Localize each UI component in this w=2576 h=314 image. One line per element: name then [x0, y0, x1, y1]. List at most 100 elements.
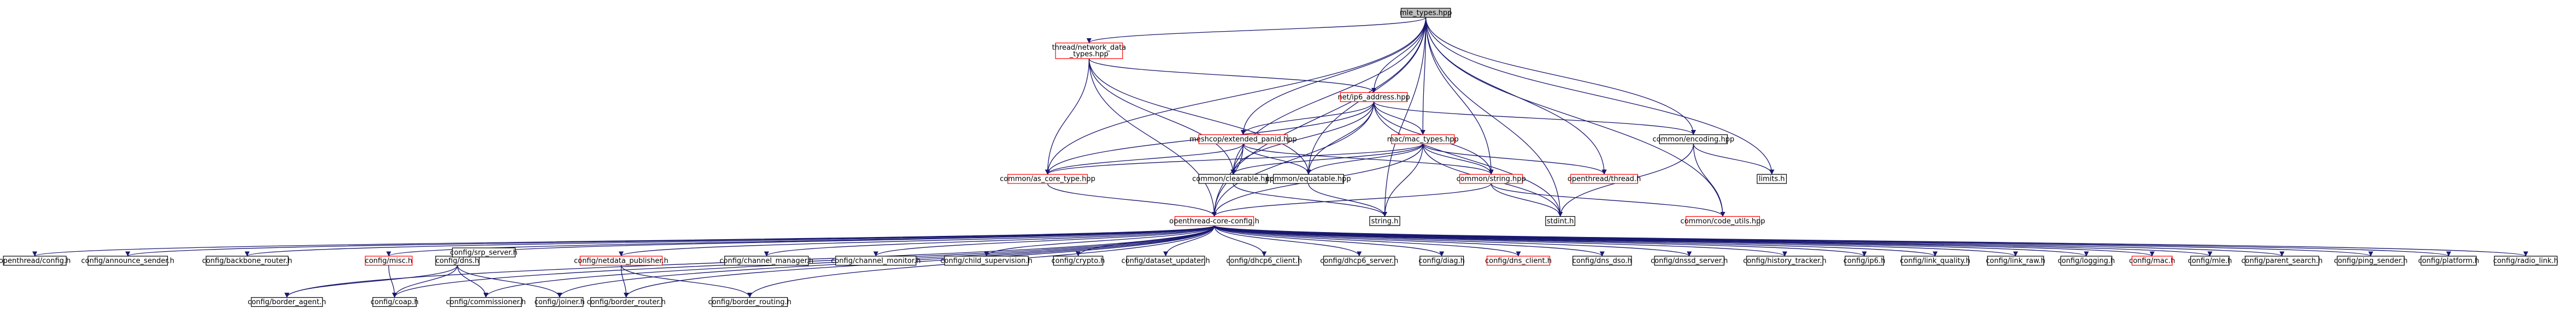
- node-box: [1126, 256, 1205, 266]
- node-meshcop-extended-panid[interactable]: meshcop/extended_panid.hpp: [1189, 134, 1297, 144]
- node-config-dns[interactable]: config/dns.h: [435, 256, 480, 266]
- node-config-commissioner[interactable]: config/commissioner.h: [446, 297, 526, 307]
- node-common-clearable[interactable]: common/clearable.hpp: [1192, 174, 1274, 184]
- edge-path: [1213, 225, 2373, 257]
- node-label-line: config/coap.h: [371, 298, 419, 306]
- node-label-line: config/dnssd_server.h: [1651, 257, 1728, 265]
- node-config-dataset-updater[interactable]: config/dataset_updater.h: [1122, 256, 1210, 266]
- node-string-h[interactable]: string.h: [1369, 216, 1400, 226]
- node-label-line: meshcop/extended_panid.hpp: [1189, 135, 1296, 144]
- node-label-line: config/mle.h: [2188, 257, 2232, 265]
- node-label-line: config/misc.h: [365, 257, 413, 265]
- node-config-ping-sender[interactable]: config/ping_sender.h: [2334, 256, 2408, 266]
- dependency-edge: [1213, 225, 2155, 257]
- edge-path: [1425, 17, 1775, 175]
- node-limits-h[interactable]: limits.h: [1757, 174, 1787, 184]
- node-label: config/misc.h: [365, 257, 413, 265]
- node-config-border-router[interactable]: config/border_router.h: [586, 297, 666, 307]
- node-label-line: config/link_raw.h: [1986, 257, 2045, 265]
- node-config-dns-dso[interactable]: config/dns_dso.h: [1572, 256, 1632, 266]
- node-label-line: config/dns.h: [436, 257, 479, 265]
- node-common-code-utils[interactable]: common/code_utils.hpp: [1680, 216, 1765, 226]
- node-config-netdata-publisher[interactable]: config/netdata_publisher.h: [574, 256, 668, 266]
- dependency-edge: [1045, 17, 1427, 175]
- node-openthread-core-config[interactable]: openthread-core-config.h: [1169, 216, 1259, 226]
- node-config-misc[interactable]: config/misc.h: [365, 256, 413, 266]
- node-label-line: config/channel_manager.h: [720, 257, 814, 265]
- node-config-dhcp6-server[interactable]: config/dhcp6_server.h: [1320, 256, 1398, 266]
- dependency-edge: [1213, 225, 1787, 257]
- node-config-announce-sender[interactable]: config/announce_sender.h: [81, 256, 174, 266]
- node-config-logging[interactable]: config/logging.h: [2058, 256, 2115, 266]
- dependency-edge: [1213, 225, 1362, 257]
- node-common-as-core-type[interactable]: common/as_core_type.hpp: [1000, 174, 1095, 184]
- node-config-joiner[interactable]: config/joiner.h: [535, 297, 585, 307]
- edge-path: [1241, 101, 1375, 135]
- edge-path: [1308, 183, 1388, 217]
- node-common-encoding[interactable]: common/encoding.hpp: [1653, 134, 1735, 144]
- edge-path: [1212, 183, 1492, 217]
- node-mac-mac-types[interactable]: mac/mac_types.hpp: [1387, 134, 1459, 144]
- node-config-dns-client[interactable]: config/dns_client.h: [1485, 256, 1552, 266]
- edge-path: [1422, 144, 1494, 175]
- edge-path: [1088, 58, 1217, 217]
- dependency-edge: [1425, 17, 1563, 217]
- edge-path: [1213, 226, 1267, 257]
- node-config-platform[interactable]: config/platform.h: [2418, 256, 2479, 266]
- node-label: config/dns_client.h: [1485, 257, 1552, 265]
- edge-path: [624, 226, 1215, 298]
- node-common-string[interactable]: common/string.hpp: [1457, 174, 1526, 184]
- node-label-line: config/radio_link.h: [2493, 257, 2558, 265]
- node-config-child-supervision[interactable]: config/child_supervision.h: [941, 256, 1032, 266]
- node-box: [1055, 43, 1123, 60]
- node-label-line: stdint.h: [1547, 217, 1574, 226]
- dependency-edge: [764, 225, 1215, 257]
- node-box: [1545, 216, 1576, 226]
- node-label-line: config/border_routing.h: [708, 298, 791, 306]
- node-config-mle[interactable]: config/mle.h: [2188, 256, 2232, 266]
- node-openthread-config[interactable]: openthread/config.h: [0, 256, 71, 266]
- node-openthread-thread[interactable]: openthread/thread.h: [1568, 174, 1641, 184]
- node-label: config/joiner.h: [535, 298, 585, 306]
- node-label: config/coap.h: [371, 298, 419, 306]
- node-config-history-tracker[interactable]: config/history_tracker.h: [1743, 256, 1827, 266]
- node-common-equatable[interactable]: common/equatable.hpp: [1266, 174, 1351, 184]
- edge-path: [1213, 225, 1445, 257]
- edge-path: [1425, 17, 1563, 217]
- edge-path: [1425, 17, 1696, 135]
- node-label: config/commissioner.h: [446, 298, 526, 306]
- dependency-edge: [1213, 225, 1445, 257]
- node-config-backbone-router[interactable]: config/backbone_router.h: [202, 256, 292, 266]
- edges-layer: [32, 17, 2528, 298]
- node-thread-network-data-types[interactable]: thread/network_data_types.hpp: [1052, 43, 1126, 60]
- node-stdint-h[interactable]: stdint.h: [1545, 216, 1576, 226]
- dependency-edge: [1213, 225, 1692, 257]
- dependency-edge: [1382, 144, 1423, 217]
- node-net-ip6-address[interactable]: net/ip6_address.hpp: [1337, 92, 1410, 102]
- node-config-link-raw[interactable]: config/link_raw.h: [1986, 256, 2045, 266]
- node-config-ip6[interactable]: config/ip6.h: [1844, 256, 1886, 266]
- node-label: common/clearable.hpp: [1192, 175, 1274, 183]
- node-label-line: config/announce_sender.h: [81, 257, 174, 265]
- node-config-mac[interactable]: config/mac.h: [2129, 256, 2175, 266]
- node-config-coap[interactable]: config/coap.h: [371, 297, 419, 307]
- node-config-channel-monitor[interactable]: config/channel_monitor.h: [831, 256, 920, 266]
- node-label-line: config/channel_monitor.h: [831, 257, 920, 265]
- node-box: [712, 297, 788, 307]
- node-label: config/logging.h: [2058, 257, 2115, 265]
- node-config-border-agent[interactable]: config/border_agent.h: [248, 297, 326, 307]
- node-config-crypto[interactable]: config/crypto.h: [1052, 256, 1105, 266]
- node-config-border-routing[interactable]: config/border_routing.h: [708, 297, 791, 307]
- node-box: [1572, 256, 1632, 266]
- node-config-link-quality[interactable]: config/link_quality.h: [1900, 256, 1970, 266]
- node-config-dnssd-server[interactable]: config/dnssd_server.h: [1651, 256, 1728, 266]
- node-box: [1486, 256, 1551, 266]
- node-label-line: config/dns_dso.h: [1572, 257, 1632, 265]
- node-config-channel-manager[interactable]: config/channel_manager.h: [720, 256, 814, 266]
- node-config-dhcp6-client[interactable]: config/dhcp6_client.h: [1226, 256, 1302, 266]
- node-config-srp-server[interactable]: config/srp_server.h: [450, 247, 518, 258]
- node-config-parent-search[interactable]: config/parent_search.h: [2241, 256, 2323, 266]
- dependency-edge: [1230, 144, 1423, 175]
- node-config-radio-link[interactable]: config/radio_link.h: [2493, 256, 2559, 266]
- node-config-diag[interactable]: config/diag.h: [1418, 256, 1465, 266]
